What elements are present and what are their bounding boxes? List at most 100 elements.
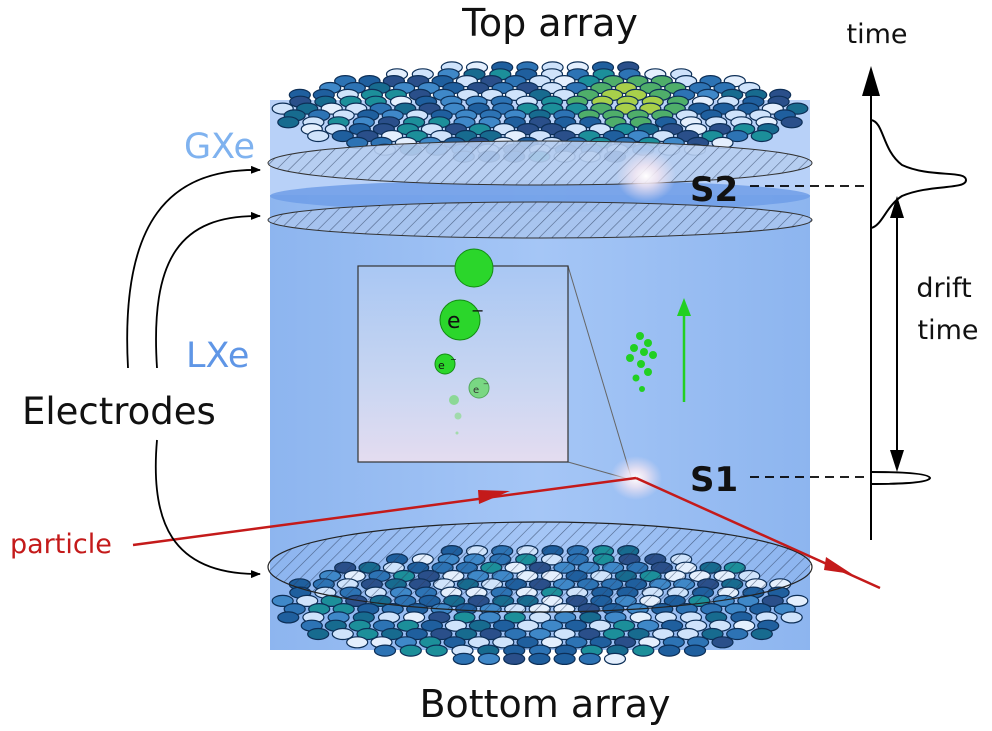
s2-label: S2: [690, 170, 738, 210]
electrode-callouts: [126, 165, 261, 579]
pmt-tube: [750, 627, 773, 641]
pmt-tube: [444, 619, 467, 632]
particle-label: particle: [10, 529, 112, 560]
gxe-label: GXe: [184, 127, 255, 167]
pmt-tube: [503, 652, 526, 666]
pmt-tube: [373, 644, 397, 657]
pmt-tube: [652, 627, 675, 641]
pmt-tube: [711, 636, 734, 649]
pmt-tube: [277, 611, 300, 624]
pmt-tube: [271, 594, 294, 608]
gate-electrode-upper-liquid: [267, 201, 813, 239]
drift-direction-arrow: [677, 298, 691, 402]
electron-large-top: [455, 249, 493, 287]
electron-sup-large: −: [471, 301, 484, 320]
pmt-tube: [405, 627, 428, 641]
drift-time-label-line2: time: [917, 315, 978, 346]
s2-light-glow: [616, 150, 676, 202]
pmt-tube: [553, 652, 576, 666]
pmt-tube: [540, 619, 564, 632]
s1-pulse: [870, 471, 932, 485]
pmt-tube: [612, 619, 636, 632]
lxe-label: LXe: [186, 336, 249, 376]
pmt-tube: [553, 627, 576, 641]
pmt-tube: [296, 594, 319, 608]
time-axis-arrowhead: [862, 66, 880, 96]
drift-time-bracket: [890, 196, 904, 472]
pmt-tube: [565, 636, 588, 649]
pmt-tube: [528, 627, 552, 641]
s1-label: S1: [690, 460, 738, 500]
cathode-electrode: [267, 521, 813, 613]
pmt-tube: [780, 611, 803, 624]
electron-zoom-inset: e − e − e −: [357, 249, 633, 481]
gate-electrode-top: [267, 140, 813, 186]
pmt-tube: [468, 619, 491, 632]
pmt-tube: [399, 644, 422, 657]
pmt-tube: [632, 644, 655, 657]
electron-small-1: [449, 395, 459, 405]
pmt-tube: [780, 116, 803, 129]
pmt-tube: [516, 636, 539, 649]
pmt-tube: [683, 644, 707, 657]
pmt-tube: [307, 129, 330, 143]
pmt-tube: [307, 627, 330, 641]
pmt-tube: [750, 129, 773, 143]
bottom-array-label: Bottom array: [419, 682, 670, 726]
pmt-tube: [726, 627, 749, 641]
pmt-tube: [452, 652, 475, 666]
electron-medium: [434, 353, 456, 375]
pmt-tube: [425, 644, 448, 657]
pmt-tube: [786, 594, 809, 608]
electron-sup-faded: −: [483, 380, 489, 388]
pmt-tube: [516, 619, 540, 632]
electron-small-3: [455, 431, 459, 435]
pmt-tube: [479, 627, 502, 641]
callout-arrow-cathode: [154, 439, 261, 579]
electron-sup-medium: −: [450, 355, 457, 364]
pmt-tube: [492, 619, 516, 632]
pmt-tube: [578, 652, 601, 666]
particle-track: [132, 476, 881, 590]
pmt-tube: [627, 627, 650, 641]
pmt-tube: [346, 636, 369, 649]
top-array-label: Top array: [461, 1, 638, 45]
pmt-tube: [331, 129, 354, 143]
electron-faded: [468, 377, 490, 399]
electron-small-2: [454, 412, 462, 420]
pmt-tube: [455, 627, 478, 641]
pmt-tube: [504, 627, 527, 641]
pmt-tube: [381, 627, 404, 641]
pmt-tube: [588, 619, 612, 632]
time-axis-label: time: [846, 19, 907, 50]
pmt-tube: [578, 627, 601, 641]
drift-time-label-line1: drift: [916, 273, 971, 304]
electron-cloud: [626, 332, 657, 392]
pmt-tube: [331, 627, 354, 641]
pmt-tube: [603, 652, 627, 666]
pmt-tube: [492, 636, 515, 649]
electron-label-medium: e: [438, 359, 445, 372]
pmt-tube: [356, 627, 379, 641]
particle-arrowhead-in: [478, 490, 510, 504]
callout-arrow-gate-grid: [155, 211, 261, 369]
pmt-tube: [602, 627, 626, 641]
particle-arrowhead-out: [824, 557, 852, 574]
electron-label-faded: e: [473, 385, 479, 396]
time-axis: time: [846, 19, 908, 540]
pmt-tube: [430, 627, 453, 641]
pmt-tube: [701, 627, 724, 641]
pmt-tube: [726, 129, 749, 143]
top-pmt-array: [271, 61, 809, 163]
electron-large: [439, 299, 481, 341]
s2-pulse: [870, 119, 968, 229]
pmt-tube: [564, 619, 588, 632]
electron-label-large: e: [447, 309, 461, 334]
callout-arrow-top-grid: [126, 165, 261, 369]
pmt-tube: [540, 636, 564, 649]
pmt-tube: [277, 116, 300, 129]
pmt-tube: [528, 652, 551, 666]
pmt-tube: [676, 627, 700, 641]
electrodes-label: Electrodes: [22, 390, 216, 433]
